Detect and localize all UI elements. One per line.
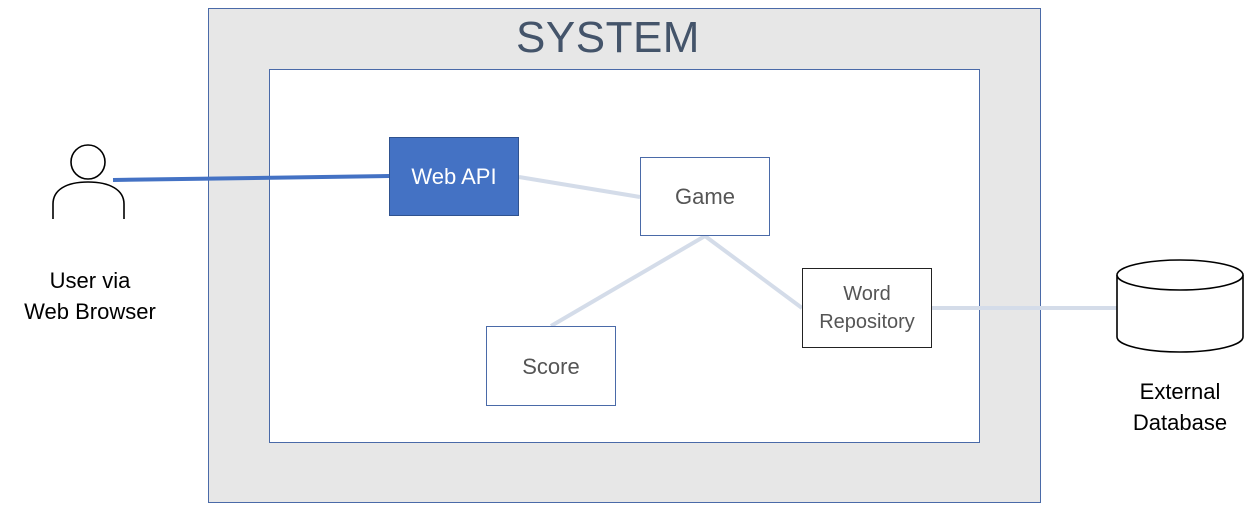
user-caption-line1: User via <box>49 268 131 293</box>
system-title: SYSTEM <box>516 13 700 62</box>
word-repository-label-line1: Word <box>843 283 891 305</box>
database-icon <box>1116 259 1244 353</box>
user-caption-line2: Web Browser <box>24 299 156 324</box>
word-repository-node: Word Repository <box>802 268 932 348</box>
word-repository-label-line2: Repository <box>819 311 915 333</box>
database-caption-line2: Database <box>1132 410 1228 435</box>
game-node: Game <box>640 157 770 236</box>
user-caption: User via Web Browser <box>0 265 180 327</box>
web-api-node: Web API <box>389 137 519 216</box>
system-inner-boundary <box>269 69 980 443</box>
game-label: Game <box>675 184 735 209</box>
score-label: Score <box>522 353 580 379</box>
web-api-label: Web API <box>411 164 497 189</box>
database-caption: External Database <box>1100 376 1252 438</box>
database-caption-line1: External <box>1139 379 1221 404</box>
user-icon <box>52 144 125 219</box>
score-node: Score <box>486 326 616 406</box>
